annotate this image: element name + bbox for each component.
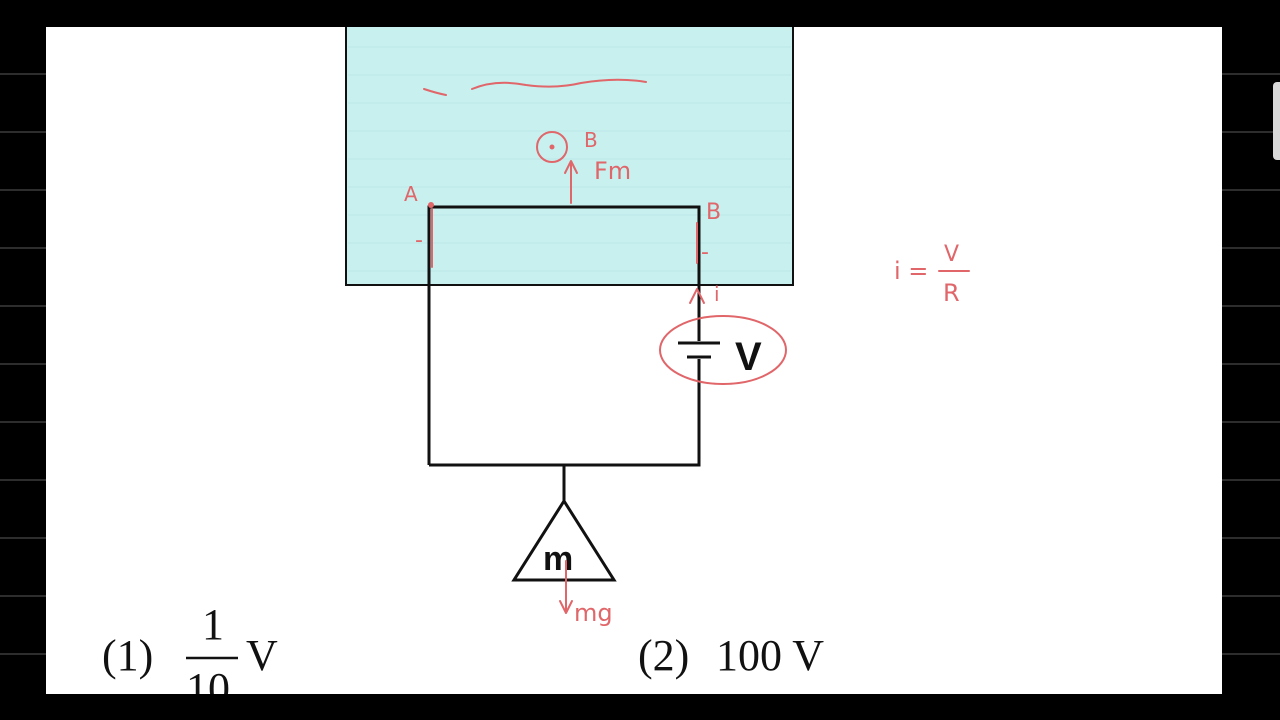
mass-label: m bbox=[543, 540, 573, 578]
battery-label: V bbox=[735, 335, 762, 379]
formula-denominator: R bbox=[943, 279, 960, 307]
corner-a-label: A bbox=[404, 182, 418, 206]
option-2-value: 100 V bbox=[716, 631, 824, 680]
circuit-diagram: V m B Fm A B - - i mg i = V R (1) 1 bbox=[102, 27, 970, 694]
option-2-number: (2) bbox=[638, 631, 689, 680]
magnetic-field-region bbox=[345, 27, 794, 286]
battery-gap bbox=[686, 341, 712, 359]
option-2[interactable]: (2) 100 V bbox=[638, 631, 824, 680]
wavy-line-annotation bbox=[471, 78, 647, 90]
battery-circle-annotation bbox=[659, 315, 787, 385]
wire-loop bbox=[427, 205, 701, 467]
current-label: i bbox=[714, 282, 720, 306]
corner-a-dot bbox=[428, 202, 434, 208]
field-symbol-label: B bbox=[584, 128, 598, 152]
wavy-underline-annotation bbox=[423, 88, 447, 96]
corner-b-label: B bbox=[706, 200, 721, 225]
option-1-unit: V bbox=[246, 631, 278, 680]
weight-label: mg bbox=[574, 599, 613, 627]
mass-triangle bbox=[511, 498, 617, 582]
option-1[interactable]: (1) 1 10 V bbox=[102, 600, 278, 694]
formula-lhs: i = bbox=[894, 257, 928, 285]
current-arrow-icon bbox=[689, 288, 705, 304]
formula-numerator: V bbox=[944, 242, 959, 267]
right-side-sign: - bbox=[701, 240, 709, 265]
magnetic-force-arrow-icon bbox=[564, 160, 578, 204]
option-1-fraction-denominator: 10 bbox=[186, 664, 230, 694]
option-1-fraction-numerator: 1 bbox=[202, 600, 224, 649]
field-dot-icon bbox=[549, 144, 555, 150]
battery-symbol bbox=[678, 341, 720, 359]
left-side-sign: - bbox=[415, 228, 423, 253]
weight-arrow-icon bbox=[559, 560, 573, 614]
scrollbar-handle[interactable] bbox=[1273, 82, 1280, 160]
field-texture bbox=[348, 46, 791, 272]
magnetic-force-label: Fm bbox=[594, 157, 631, 185]
option-1-number: (1) bbox=[102, 631, 153, 680]
field-out-of-page-icon bbox=[536, 131, 568, 163]
question-page: V m B Fm A B - - i mg i = V R (1) 1 bbox=[46, 27, 1222, 694]
